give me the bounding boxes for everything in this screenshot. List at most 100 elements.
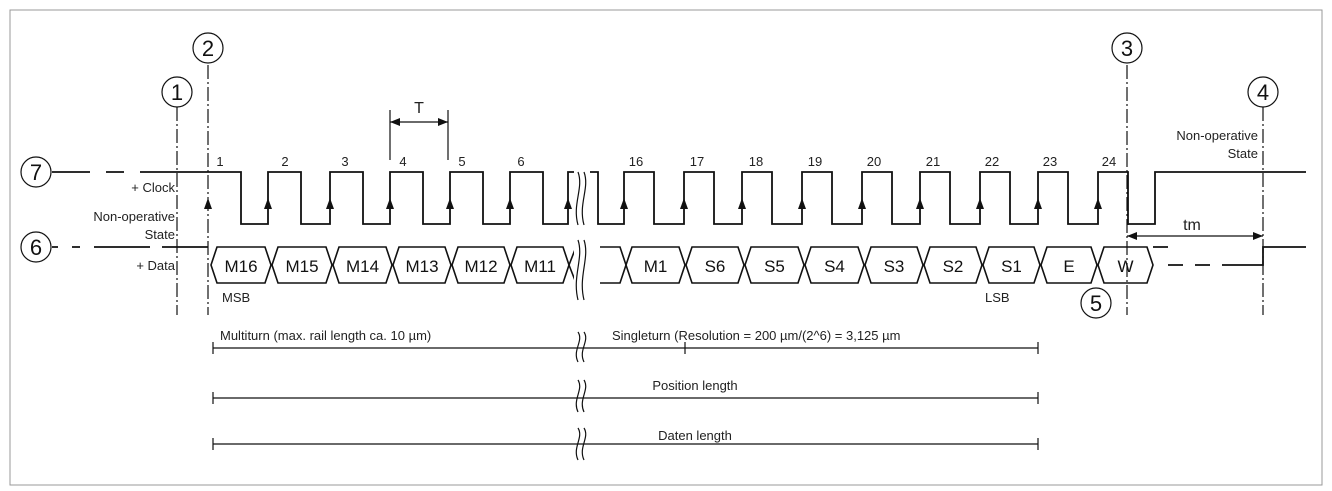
break-mark — [574, 328, 588, 366]
marker-2-label: 2 — [202, 36, 214, 61]
singleturn-dimension: Singleturn (Resolution = 200 µm/(2^6) = … — [612, 328, 1039, 354]
marker-5: 5 — [1080, 287, 1112, 319]
daten-length-label: Daten length — [658, 428, 732, 443]
period-label: T — [414, 100, 424, 117]
data-cell-m1: M1 — [625, 246, 686, 284]
data-cell-label: S5 — [764, 257, 785, 276]
data-cell-m14: M14 — [332, 246, 393, 284]
data-cell-s3: S3 — [864, 246, 924, 284]
marker-3: 3 — [1111, 32, 1143, 64]
rising-edge-arrow — [916, 198, 924, 209]
idle-right-line1: Non-operative — [1176, 128, 1258, 143]
data-break-connector — [568, 246, 627, 284]
data-cell-label: M12 — [464, 257, 497, 276]
data-cell-label: M1 — [644, 257, 668, 276]
rising-edge-arrow — [264, 198, 272, 209]
rising-edge-arrow — [858, 198, 866, 209]
break-mark — [574, 236, 588, 304]
data-cell-label: S3 — [884, 257, 905, 276]
data-cells: M16 M15 M14 M13 M12 M11 M1 S6 S5 S4 S3 S2 S1 E W — [210, 246, 1154, 284]
daten-dimension: Daten length — [212, 428, 1039, 450]
multiturn-dimension: Multiturn (max. rail length ca. 10 µm) — [212, 328, 685, 354]
rising-edge-arrow — [1094, 198, 1102, 209]
rising-edge-arrow — [620, 198, 628, 209]
break-mark — [574, 376, 588, 416]
marker-7: 7 — [20, 156, 52, 188]
marker-6-label: 6 — [30, 235, 42, 260]
rising-edge-arrow — [798, 198, 806, 209]
data-cell-label: S6 — [705, 257, 726, 276]
marker-4: 4 — [1247, 76, 1279, 108]
position-dimension: Position length — [212, 378, 1039, 404]
rising-edge-arrow — [738, 198, 746, 209]
marker-6: 6 — [20, 231, 52, 263]
rising-edge-arrow — [680, 198, 688, 209]
data-cell-label: E — [1063, 257, 1074, 276]
data-signal — [52, 246, 1306, 266]
data-cell-label: S4 — [824, 257, 845, 276]
rising-edge-arrow — [1034, 198, 1042, 209]
data-cell-e: E — [1040, 246, 1098, 284]
data-cell-m13: M13 — [392, 246, 452, 284]
period-dimension: T — [389, 100, 449, 160]
monoflop-dimension: tm — [1127, 217, 1263, 240]
singleturn-label: Singleturn (Resolution = 200 µm/(2^6) = … — [612, 328, 900, 343]
marker-1: 1 — [161, 76, 193, 108]
data-cell-s6: S6 — [685, 246, 745, 284]
data-cell-s1: S1 — [982, 246, 1041, 284]
clock-number: 3 — [341, 154, 348, 169]
clock-number: 2 — [281, 154, 288, 169]
data-cell-label: M13 — [405, 257, 438, 276]
clock-number: 20 — [867, 154, 881, 169]
data-cell-m12: M12 — [451, 246, 511, 284]
rising-edge-arrow — [326, 198, 334, 209]
data-label: + Data — [136, 258, 175, 273]
idle-right-line2: State — [1228, 146, 1258, 161]
rising-edge-arrow — [564, 198, 572, 209]
clock-number: 6 — [517, 154, 524, 169]
break-mark — [574, 168, 588, 229]
data-cell-label: M15 — [285, 257, 318, 276]
clock-number: 22 — [985, 154, 999, 169]
data-idle-right — [1153, 246, 1306, 266]
marker-5-label: 5 — [1090, 291, 1102, 316]
rising-edge-arrow — [446, 198, 454, 209]
idle-left-line1: Non-operative — [93, 209, 175, 224]
clock-number: 5 — [458, 154, 465, 169]
marker-7-label: 7 — [30, 160, 42, 185]
clock-number: 1 — [216, 154, 223, 169]
rising-edge-arrow — [976, 198, 984, 209]
data-cell-label: M11 — [524, 257, 556, 276]
clock-number: 16 — [629, 154, 643, 169]
data-cell-label: S1 — [1001, 257, 1022, 276]
rising-edge-arrow — [204, 198, 212, 209]
lsb-label: LSB — [985, 290, 1010, 305]
clock-number: 21 — [926, 154, 940, 169]
data-cell-label: M16 — [224, 257, 257, 276]
data-cell-s2: S2 — [923, 246, 983, 284]
data-cell-label: S2 — [943, 257, 964, 276]
clock-idle-right — [1127, 171, 1306, 225]
clock-number: 18 — [749, 154, 763, 169]
idle-left-line2: State — [145, 227, 175, 242]
clock-number: 23 — [1043, 154, 1057, 169]
rising-edge-arrow — [506, 198, 514, 209]
data-cell-s5: S5 — [744, 246, 805, 284]
data-cell-w: W — [1097, 246, 1154, 284]
clock-label: + Clock — [131, 180, 175, 195]
monoflop-label: tm — [1183, 217, 1201, 234]
marker-2: 2 — [192, 32, 224, 64]
marker-3-label: 3 — [1121, 36, 1133, 61]
data-cell-s4: S4 — [804, 246, 865, 284]
rising-edge-arrow — [386, 198, 394, 209]
clock-number: 17 — [690, 154, 704, 169]
data-cell-label: M14 — [346, 257, 379, 276]
msb-label: MSB — [222, 290, 250, 305]
clock-number: 4 — [399, 154, 406, 169]
clock-number: 19 — [808, 154, 822, 169]
data-cell-m16: M16 — [210, 246, 272, 284]
position-length-label: Position length — [652, 378, 737, 393]
marker-4-label: 4 — [1257, 80, 1269, 105]
